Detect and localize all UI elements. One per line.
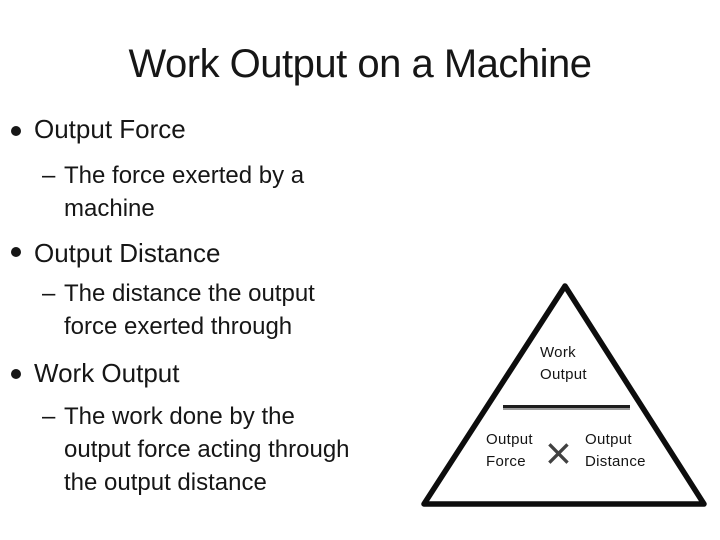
sub-bullet: – The force exerted by a machine bbox=[0, 159, 430, 225]
sub-bullet-text: The distance the output force exerted th… bbox=[64, 280, 315, 340]
bullet-label-output-distance: Output Distance bbox=[34, 238, 221, 268]
bullet-icon bbox=[11, 369, 21, 379]
triangle-denominator-left-label: Output Force bbox=[486, 431, 533, 470]
bullet-icon bbox=[11, 247, 21, 257]
dash-marker: – bbox=[42, 403, 56, 430]
dash-marker: – bbox=[42, 162, 56, 189]
bullet-label-output-force: Output Force bbox=[34, 114, 186, 144]
bullet-icon bbox=[11, 126, 21, 136]
sub-bullet: – The work done by the output force acti… bbox=[0, 400, 430, 499]
bullet-label-work-output: Work Output bbox=[34, 358, 180, 388]
triangle-numerator-label: Work Output bbox=[540, 344, 587, 383]
sub-bullet-text: The force exerted by a machine bbox=[64, 162, 305, 222]
fraction-bar bbox=[503, 405, 630, 408]
triangle-denominator-right-label: Output Distance bbox=[585, 431, 646, 470]
triangle-outline bbox=[421, 283, 707, 507]
formula-triangle-diagram: Work Output Output Force × Output Distan… bbox=[410, 278, 715, 528]
slide-title: Work Output on a Machine bbox=[128, 42, 592, 86]
multiplication-sign: × bbox=[545, 427, 572, 479]
sub-bullet-text: The work done by the output force acting… bbox=[64, 403, 350, 496]
dash-marker: – bbox=[42, 280, 56, 307]
sub-bullet: – The distance the output force exerted … bbox=[0, 277, 430, 343]
